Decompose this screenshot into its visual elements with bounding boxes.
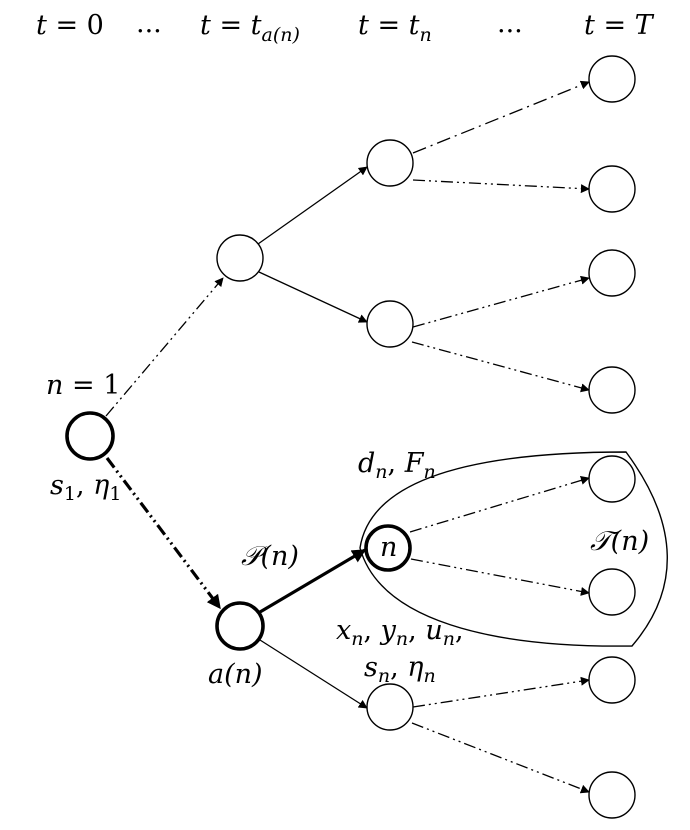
- edge-u1-leaf1: [412, 80, 590, 154]
- svg-text:t = tn: t = tn: [358, 10, 432, 46]
- svg-text:s1, η1: s1, η1: [50, 470, 121, 505]
- svg-text:xn, yn, un,: xn, yn, un,: [336, 615, 464, 650]
- svg-text:t = T: t = T: [584, 10, 655, 41]
- leaf-node-4: [588, 366, 636, 414]
- subtree-region: [359, 451, 668, 647]
- ancestor-node: [215, 601, 265, 651]
- current-node: [364, 524, 412, 572]
- edge-n-leaf6: [410, 558, 590, 596]
- node-u2: [366, 300, 414, 348]
- upper-node: [216, 234, 264, 282]
- edge-l-leaf7: [412, 676, 590, 708]
- time-label-t0: t = 0: [36, 10, 104, 41]
- leaf-node-5: [588, 455, 636, 503]
- leaf-node-1: [588, 55, 636, 103]
- leaf-node-6: [588, 568, 636, 616]
- root-node: [65, 411, 115, 461]
- time-label-ta: t = ta(n): [200, 10, 300, 46]
- time-ellipsis-2: ...: [497, 8, 523, 39]
- edge-u2-leaf4: [411, 341, 590, 393]
- node-u1: [366, 139, 414, 187]
- decision-label: dn, Fn: [358, 448, 436, 483]
- edge-an-l: [259, 639, 368, 709]
- current-node-label: n: [380, 532, 397, 563]
- svg-text:sn, ηn: sn, ηn: [364, 652, 436, 687]
- edge-n-leaf5: [409, 476, 590, 533]
- time-ellipsis-1: ...: [136, 8, 162, 39]
- svg-text:t = ta(n): t = ta(n): [200, 10, 300, 46]
- state-label: sn, ηn: [364, 652, 436, 687]
- leaf-node-8: [588, 771, 636, 819]
- edge-root-an: [105, 457, 222, 610]
- leaf-node-2: [588, 165, 636, 213]
- edge-u2-leaf3: [412, 275, 590, 328]
- svg-text:n = 1: n = 1: [46, 370, 120, 401]
- variables-label: xn, yn, un,: [336, 615, 464, 650]
- svg-text:dn, Fn: dn, Fn: [358, 448, 436, 483]
- edge-upper-u1: [257, 166, 368, 245]
- edge-l-leaf8: [411, 722, 590, 794]
- svg-text:t = 0: t = 0: [36, 10, 104, 41]
- leaf-node-7: [588, 656, 636, 704]
- root-state-label: s1, η1: [50, 470, 121, 505]
- edge-root-upper: [105, 277, 224, 417]
- edge-an-n: [259, 548, 367, 614]
- edge-upper-u2: [258, 271, 368, 323]
- node-l: [366, 683, 414, 731]
- edge-u1-leaf2: [412, 179, 590, 194]
- ancestor-label: a(n): [208, 659, 263, 690]
- subtree-label: 𝒯(n): [590, 526, 649, 557]
- time-label-tT: t = T: [584, 10, 655, 41]
- path-label: 𝒫(n): [241, 541, 299, 572]
- leaf-node-3: [588, 249, 636, 297]
- root-name-label: n = 1: [46, 370, 120, 401]
- time-label-tn: t = tn: [358, 10, 432, 46]
